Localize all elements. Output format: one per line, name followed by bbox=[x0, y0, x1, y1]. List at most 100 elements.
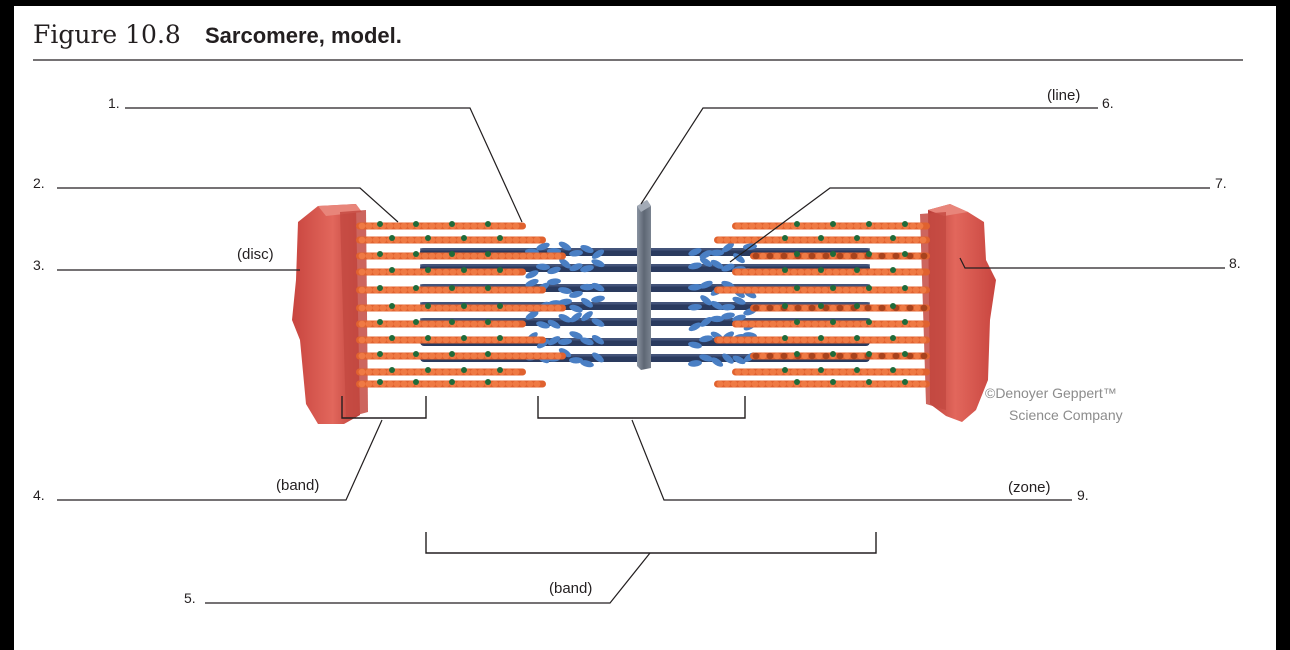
troponin-dot bbox=[377, 221, 383, 227]
troponin-dot bbox=[425, 303, 431, 309]
troponin-dot bbox=[830, 379, 836, 385]
myosin-head bbox=[536, 339, 550, 349]
troponin-dot bbox=[413, 379, 419, 385]
myosin-head bbox=[591, 259, 605, 268]
troponin-dot bbox=[485, 285, 491, 291]
myosin-heads bbox=[525, 241, 757, 368]
troponin-dot bbox=[794, 379, 800, 385]
myosin-head bbox=[547, 336, 561, 346]
myosin-head bbox=[525, 278, 539, 287]
troponin-dot bbox=[830, 285, 836, 291]
troponin-dot bbox=[485, 221, 491, 227]
troponin-dot bbox=[866, 285, 872, 291]
troponin-dot bbox=[818, 235, 824, 241]
troponin-dot bbox=[902, 221, 908, 227]
myosin-head bbox=[591, 334, 605, 345]
troponin-dot bbox=[866, 319, 872, 325]
myosin-head bbox=[688, 322, 702, 332]
troponin-dot bbox=[866, 251, 872, 257]
troponin-dot bbox=[449, 251, 455, 257]
myosin-head bbox=[581, 297, 593, 308]
troponin-dot bbox=[413, 351, 419, 357]
myosin-head bbox=[710, 249, 724, 257]
myosin-head bbox=[699, 335, 713, 343]
myosin-head bbox=[721, 312, 735, 320]
bracket-band-5 bbox=[425, 532, 877, 554]
troponin-dots bbox=[377, 221, 908, 385]
label-9-number: 9. bbox=[1077, 487, 1089, 503]
troponin-dot bbox=[830, 319, 836, 325]
troponin-dot bbox=[425, 235, 431, 241]
myosin-head bbox=[722, 353, 734, 364]
myosin-head bbox=[581, 311, 593, 322]
troponin-dot bbox=[794, 251, 800, 257]
myosin-head bbox=[591, 295, 605, 303]
myosin-head bbox=[688, 303, 702, 311]
label-3-number: 3. bbox=[33, 257, 45, 273]
troponin-dot bbox=[389, 335, 395, 341]
myosin-head bbox=[569, 331, 583, 339]
troponin-dot bbox=[794, 285, 800, 291]
troponin-dot bbox=[377, 251, 383, 257]
troponin-dot bbox=[854, 367, 860, 373]
myosin-head bbox=[558, 313, 572, 323]
troponin-dot bbox=[377, 319, 383, 325]
troponin-dot bbox=[866, 379, 872, 385]
label-5-hint: (band) bbox=[549, 580, 592, 597]
z-disc-left bbox=[292, 204, 368, 424]
myosin-head bbox=[688, 262, 702, 270]
myosin-head bbox=[699, 250, 713, 259]
m-line bbox=[637, 200, 651, 370]
myosin-head bbox=[688, 341, 702, 349]
leader-8 bbox=[959, 257, 1225, 269]
myosin-head bbox=[547, 319, 561, 329]
myosin-head bbox=[699, 280, 713, 289]
myosin-head bbox=[580, 337, 594, 346]
label-4-hint: (band) bbox=[276, 477, 319, 494]
figure-title: Sarcomere, model. bbox=[205, 23, 402, 48]
troponin-dot bbox=[449, 319, 455, 325]
troponin-dot bbox=[830, 251, 836, 257]
troponin-dot bbox=[497, 235, 503, 241]
troponin-dot bbox=[449, 221, 455, 227]
myosin-head bbox=[525, 270, 539, 279]
label-7-number: 7. bbox=[1215, 175, 1227, 191]
troponin-dot bbox=[782, 267, 788, 273]
leader-1 bbox=[125, 107, 523, 223]
myosin-head bbox=[732, 296, 746, 305]
troponin-dot bbox=[782, 335, 788, 341]
myosin-head bbox=[700, 317, 712, 327]
leader-2 bbox=[57, 187, 399, 223]
myosin-head bbox=[569, 304, 583, 313]
troponin-dot bbox=[413, 251, 419, 257]
myosin-head bbox=[592, 352, 604, 363]
myosin-head bbox=[525, 311, 539, 320]
troponin-dot bbox=[449, 379, 455, 385]
myosin-head bbox=[710, 315, 724, 323]
troponin-dot bbox=[902, 251, 908, 257]
myosin-head bbox=[559, 258, 571, 269]
myosin-head bbox=[580, 244, 594, 253]
troponin-dot bbox=[389, 267, 395, 273]
myosin-head bbox=[569, 263, 583, 272]
troponin-dot bbox=[497, 367, 503, 373]
leader-7 bbox=[729, 187, 1210, 263]
troponin-dot bbox=[854, 235, 860, 241]
myosin-head bbox=[569, 290, 583, 298]
myosin-head bbox=[536, 263, 550, 271]
myosin-head bbox=[699, 257, 713, 267]
troponin-dot bbox=[866, 351, 872, 357]
troponin-dot bbox=[413, 221, 419, 227]
myosin-head bbox=[591, 249, 605, 259]
troponin-dot bbox=[782, 303, 788, 309]
myosin-head bbox=[570, 312, 582, 323]
label-8-number: 8. bbox=[1229, 255, 1241, 271]
troponin-dot bbox=[794, 351, 800, 357]
bracket-zone-9 bbox=[537, 396, 746, 419]
troponin-dot bbox=[461, 235, 467, 241]
troponin-dot bbox=[377, 351, 383, 357]
troponin-dot bbox=[902, 319, 908, 325]
myosin-head bbox=[700, 295, 712, 306]
troponin-dot bbox=[782, 367, 788, 373]
